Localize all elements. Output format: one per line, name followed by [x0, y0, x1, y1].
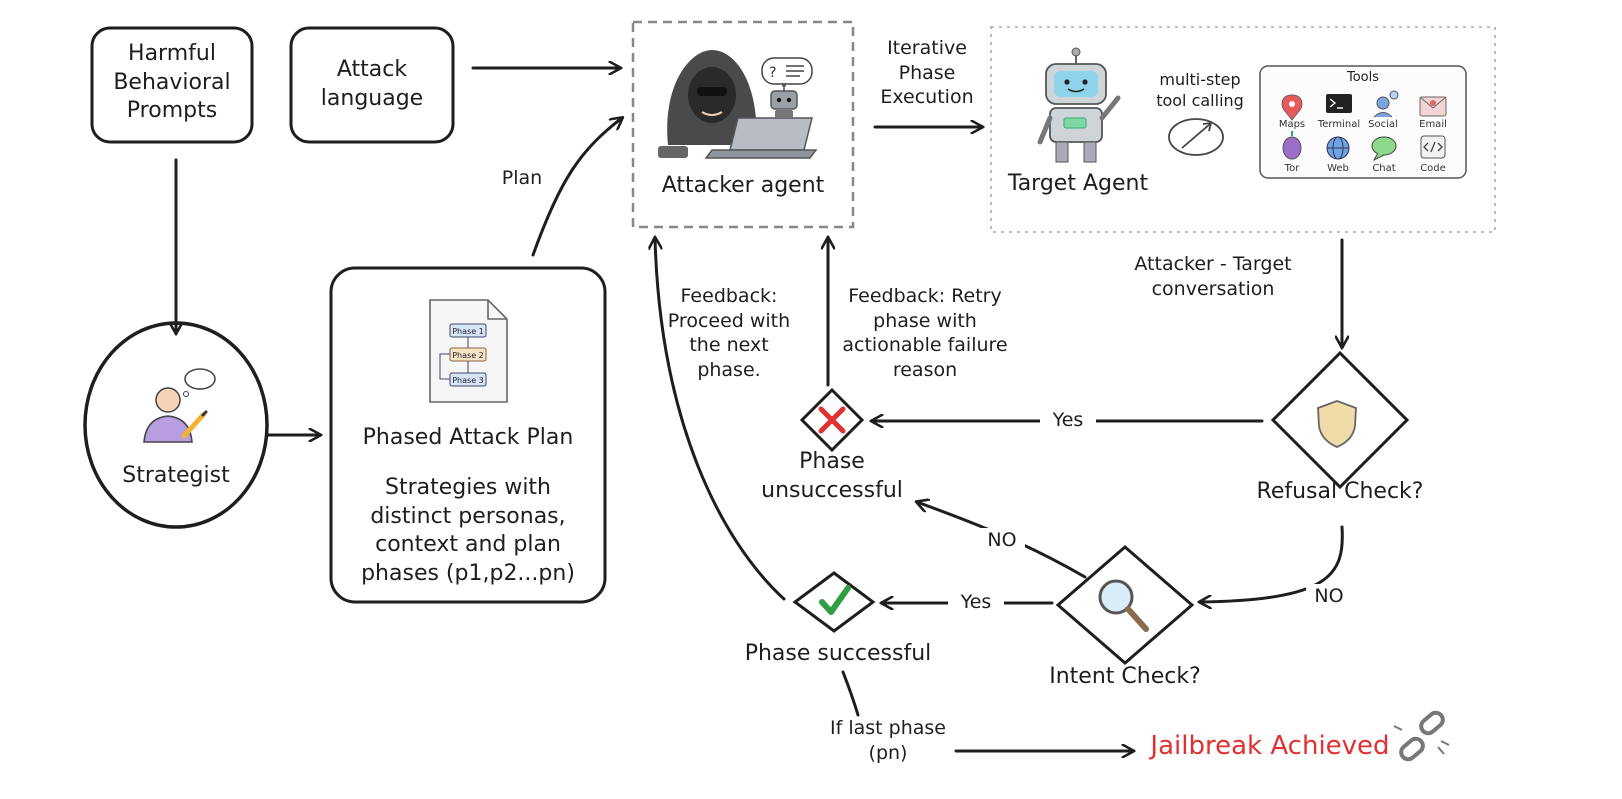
- tor-onion-icon: [1282, 131, 1302, 160]
- target-agent-label: Target Agent: [1007, 171, 1149, 196]
- attacker-agent-box: [631, 20, 855, 229]
- phase-successful-label: Phase successful: [744, 641, 932, 666]
- svg-text:?: ?: [769, 65, 776, 81]
- map-pin-icon: [1281, 94, 1303, 121]
- broken-chain-icon: [1393, 710, 1450, 762]
- edge-label-no-intent: NO: [979, 528, 1025, 553]
- harmful-prompts-box: [90, 26, 254, 144]
- plan-document-icon: Phase 1 Phase 2 Phase 3: [429, 299, 508, 403]
- laptop-icon: [704, 117, 818, 159]
- intent-check-diamond: [1055, 545, 1195, 665]
- jailbreak-achieved-label: Jailbreak Achieved: [1150, 731, 1390, 761]
- code-icon: [1420, 135, 1446, 159]
- cross-icon: [818, 406, 846, 434]
- edge-successful-feedback: [655, 238, 786, 601]
- attack-language-box: [289, 26, 455, 144]
- tool-label-email: Email: [1419, 119, 1447, 130]
- globe-icon: [1326, 136, 1350, 160]
- email-icon: [1419, 96, 1447, 117]
- phase-successful-diamond: [792, 571, 876, 633]
- intent-check-label: Intent Check?: [1049, 664, 1201, 689]
- attack-language-label: Attack language: [320, 57, 424, 111]
- edge-label-yes-intent: Yes: [948, 590, 1004, 615]
- edge-label-feedback-proceed: Feedback: Proceed with the next phase.: [667, 285, 791, 382]
- refusal-check-diamond: [1270, 350, 1410, 490]
- phase-unsuccessful-label: Phase unsuccessful: [761, 449, 903, 503]
- edge-label-conversation: Attacker - Target conversation: [1134, 253, 1292, 300]
- chat-icon: [1371, 136, 1397, 162]
- plan-doc-phase-1: Phase 1: [452, 327, 484, 336]
- target-robot-icon: [1037, 47, 1121, 163]
- tool-label-social: Social: [1368, 119, 1398, 130]
- terminal-icon: [1326, 94, 1352, 113]
- tools-panel-box: [1259, 65, 1467, 179]
- edge-label-if-last: If last phase (pn): [830, 717, 946, 764]
- edge-label-iterative: Iterative Phase Execution: [880, 37, 974, 109]
- phased-plan-box: [329, 266, 607, 604]
- plan-title-label: Phased Attack Plan: [362, 425, 574, 450]
- plan-doc-phase-2: Phase 2: [452, 351, 484, 360]
- plan-doc-phase-3: Phase 3: [452, 376, 484, 385]
- hacker-icon: [667, 50, 757, 145]
- check-icon: [819, 585, 851, 615]
- tool-label-code: Code: [1420, 163, 1446, 174]
- strategist-label: Strategist: [122, 463, 230, 488]
- strategist-thought-icon: [183, 368, 216, 397]
- tool-label-chat: Chat: [1372, 163, 1396, 174]
- plan-description: Strategies with distinct personas, conte…: [361, 475, 575, 586]
- phase-unsuccessful-diamond: [799, 387, 865, 453]
- edge-label-plan: Plan: [501, 167, 543, 189]
- edge-plan-to-attacker: [531, 118, 622, 257]
- tool-label-web: Web: [1327, 163, 1349, 174]
- tools-title: Tools: [1346, 70, 1380, 85]
- harmful-prompts-label: Harmful Behavioral Prompts: [113, 41, 231, 124]
- thought-bubble-icon: ?: [761, 57, 813, 85]
- edge-label-no-refusal: NO: [1306, 584, 1352, 609]
- tool-label-tor: Tor: [1284, 163, 1300, 174]
- target-agent-box: [990, 26, 1496, 233]
- tool-label-maps: Maps: [1278, 119, 1306, 130]
- edge-label-feedback-retry: Feedback: Retry phase with actionable fa…: [842, 285, 1008, 382]
- loop-icon: [1168, 118, 1224, 156]
- shield-icon: [1317, 400, 1357, 448]
- tool-calling-label: multi-step tool calling: [1156, 70, 1244, 110]
- tool-label-terminal: Terminal: [1317, 119, 1361, 130]
- pencil-icon: [181, 410, 208, 439]
- edge-refusal-no: [1200, 525, 1344, 602]
- phone-icon: [658, 146, 688, 158]
- magnifier-icon: [1098, 579, 1149, 632]
- strategist-person-icon: [143, 387, 193, 443]
- small-robot-icon: [770, 83, 798, 118]
- refusal-check-label: Refusal Check?: [1256, 479, 1424, 504]
- edge-successful-down: [841, 670, 860, 717]
- social-icon: [1373, 90, 1399, 118]
- attacker-agent-label: Attacker agent: [661, 173, 825, 198]
- edge-label-yes-refusal: Yes: [1040, 408, 1096, 433]
